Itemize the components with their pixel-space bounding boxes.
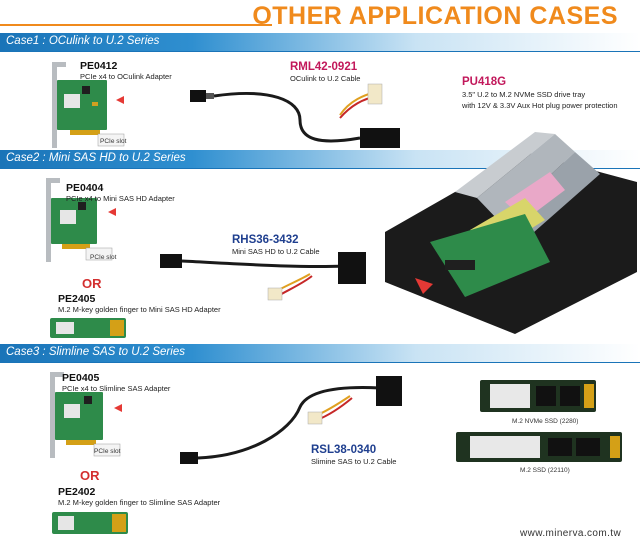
- m2-nvme-2280-image: [480, 380, 596, 412]
- case3-bar: Case3 : Slimline SAS to U.2 Series: [0, 344, 640, 362]
- m2-ssd-22110-image: [456, 432, 622, 462]
- rhs36-part: RHS36-3432: [232, 234, 299, 246]
- pe2405-part: PE2405: [58, 293, 96, 305]
- case2-label: Case2 : Mini SAS HD to U.2 Series: [6, 152, 186, 164]
- header-rule: [0, 24, 272, 26]
- case1-label: Case1 : OCulink to U.2 Series: [6, 35, 160, 47]
- pe0404-part: PE0404: [66, 182, 104, 194]
- rsl38-part: RSL38-0340: [311, 444, 377, 456]
- case1-rule: [0, 51, 640, 52]
- pe0404-desc: PCIe x4 to Mini SAS HD Adapter: [66, 194, 175, 203]
- case3-rule: [0, 362, 640, 363]
- rsl38-cable-image: [180, 376, 402, 464]
- case2-or: OR: [82, 276, 102, 291]
- pu418g-desc-2: with 12V & 3.3V Aux Hot plug power prote…: [462, 101, 618, 110]
- pu418g-part: PU418G: [462, 76, 507, 88]
- pe0412-desc: PCIe x4 to OCulink Adapter: [80, 72, 172, 81]
- rml42-cable-image: [190, 83, 400, 148]
- pe0404-slot-label: PCIe slot: [90, 254, 117, 261]
- pe2402-part: PE2402: [58, 486, 96, 498]
- rhs36-desc: Mini SAS HD to U.2 Cable: [232, 247, 320, 256]
- pu418g-tray-image: [385, 132, 637, 334]
- pe2402-desc: M.2 M-key golden finger to Slimline SAS …: [58, 498, 221, 507]
- pe2402-card-image: [52, 512, 128, 534]
- ssd-2280-caption: M.2 NVMe SSD (2280): [512, 418, 579, 425]
- case2-bar: Case2 : Mini SAS HD to U.2 Series: [0, 150, 640, 168]
- pe0405-desc: PCIe x4 to Slimline SAS Adapter: [62, 384, 171, 393]
- pe2405-desc: M.2 M-key golden finger to Mini SAS HD A…: [58, 305, 221, 314]
- pe0405-part: PE0405: [62, 372, 100, 384]
- rml42-desc: OCulink to U.2 Cable: [290, 74, 361, 83]
- footer-website[interactable]: www.minerva.com.tw: [520, 528, 622, 539]
- pu418g-desc-1: 3.5" U.2 to M.2 NVMe SSD drive tray: [462, 90, 586, 99]
- pe0405-slot-label: PCIe slot: [94, 448, 121, 455]
- pe2405-card-image: [50, 318, 126, 338]
- case3-or: OR: [80, 468, 100, 483]
- pe0404-card-image: [46, 178, 116, 262]
- page-title: OTHER APPLICATION CASES: [252, 2, 618, 30]
- ssd-22110-caption: M.2 SSD (22110): [520, 467, 570, 474]
- case3-label: Case3 : Slimline SAS to U.2 Series: [6, 346, 185, 358]
- rml42-part: RML42-0921: [290, 61, 358, 73]
- case1-bar: Case1 : OCulink to U.2 Series: [0, 33, 640, 51]
- case2-rule: [0, 168, 640, 169]
- rsl38-desc: Slimine SAS to U.2 Cable: [311, 457, 397, 466]
- pe0412-card-image: [52, 62, 125, 148]
- rhs36-cable-image: [160, 252, 366, 301]
- pe0412-part: PE0412: [80, 60, 118, 72]
- pe0412-slot-label: PCIe slot: [100, 138, 127, 145]
- pe0405-card-image: [50, 372, 122, 458]
